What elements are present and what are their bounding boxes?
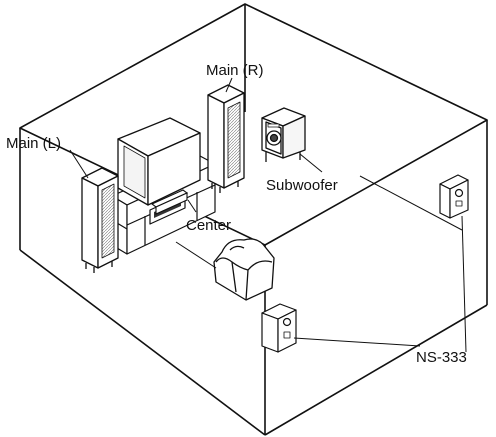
label-main-left: Main (L) xyxy=(6,135,61,152)
leader-ns333-right xyxy=(461,215,467,353)
label-ns-333: NS-333 xyxy=(416,349,467,366)
subwoofer xyxy=(261,107,306,162)
label-center: Center xyxy=(186,217,231,234)
leader-center xyxy=(187,199,197,213)
room-floor-left xyxy=(19,249,266,436)
leader-lines xyxy=(69,77,467,353)
leader-surround-upper xyxy=(359,175,463,231)
surround-speaker-front xyxy=(261,303,297,353)
label-subwoofer: Subwoofer xyxy=(266,177,338,194)
leader-main-right xyxy=(225,77,233,93)
leader-main-left xyxy=(69,149,89,179)
main-left-speaker xyxy=(81,167,119,273)
armchair xyxy=(213,238,275,301)
television xyxy=(117,117,201,206)
center-speaker xyxy=(150,189,189,215)
label-main-right: Main (R) xyxy=(206,62,264,79)
leader-ns333-front xyxy=(293,337,421,347)
main-right-speaker xyxy=(207,84,245,193)
surround-speaker-right xyxy=(439,174,469,219)
leader-center-chair xyxy=(175,241,217,269)
room-floor-right xyxy=(264,304,488,436)
leader-subwoofer xyxy=(299,153,323,173)
